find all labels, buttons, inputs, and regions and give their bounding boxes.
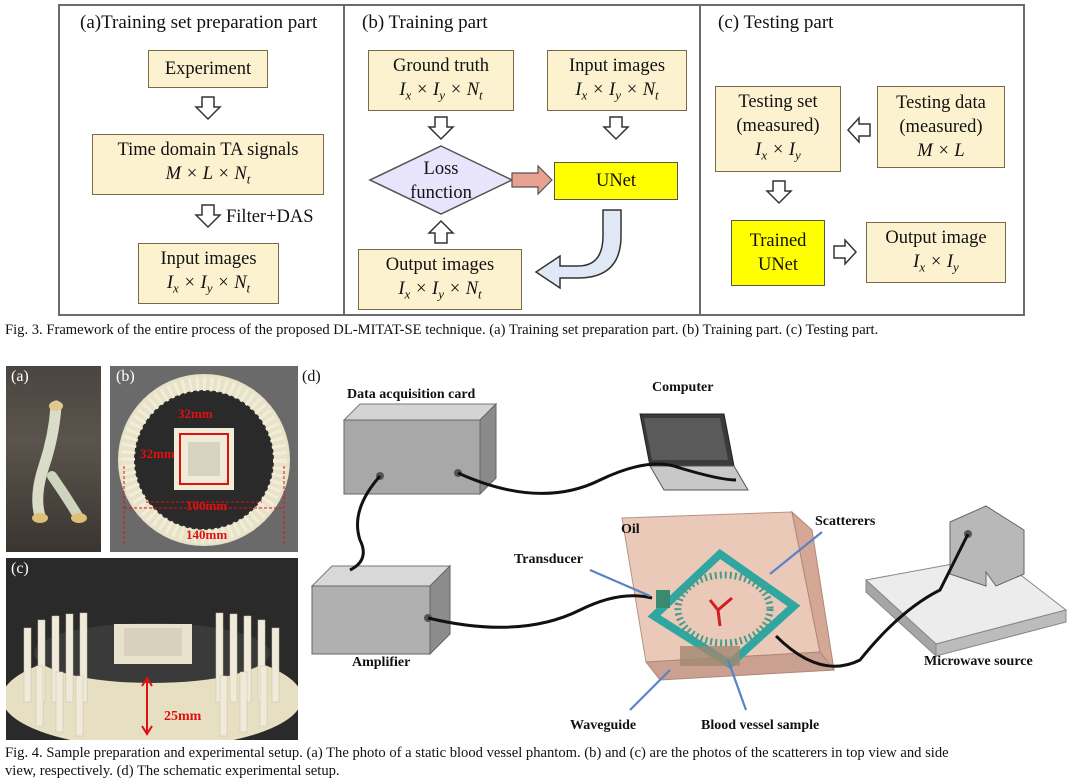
photo-a-phantom [6,366,101,552]
experiment-box: Experiment [148,50,268,88]
testing-data-line2: (measured) [899,117,983,137]
cables [349,462,970,668]
input-images-b-box: Input images Ix × Iy × Nt [547,50,687,111]
panel-a-label: (a) [11,368,29,385]
testing-data-dims: M × L [917,141,965,161]
part-b-title: (b) Training part [362,12,488,33]
arrow-output-up [427,219,455,244]
unet-label: UNet [595,171,637,191]
fig3-divider-1 [343,4,345,316]
fig3-frame [58,4,1025,316]
c-dim-arrow [141,676,153,736]
b-dim-140: 140mm [186,527,228,542]
loss-line2: function [410,183,472,203]
loss-line1: Loss [423,159,459,179]
label-data-card: Data acquisition card [347,387,476,402]
part-c-title: (c) Testing part [718,12,834,33]
sideview-shape [6,558,298,740]
loss-function-diamond [368,145,514,215]
arrow-input-down [603,116,629,140]
part-a-title: (a)Training set preparation part [80,12,318,33]
testing-set-line1: Testing set [738,92,818,113]
trained-unet-line2: UNet [757,255,799,275]
td-signals-box: Time domain TA signals M × L × Nt [92,134,324,195]
label-oil: Oil [621,522,640,537]
arrow-data-to-set [846,116,871,144]
arrow-unet-output [534,209,622,290]
computer [639,413,749,491]
fig4-caption-line1: Fig. 4. Sample preparation and experimen… [5,745,949,761]
td-signals-label: Time domain TA signals [117,139,299,160]
label-transducer: Transducer [514,552,583,567]
output-images-dims: Ix × Iy × Nt [398,278,482,302]
output-image-label: Output image [885,227,987,248]
fig3-arrows [195,96,871,290]
testing-set-dims: Ix × Iy [755,140,801,163]
testing-set-box: Testing set (measured) Ix × Iy [715,86,841,172]
arrow-signals-down [195,204,221,228]
input-images-b-label: Input images [568,55,666,76]
testing-set-line2: (measured) [736,116,820,137]
microwave-source [864,505,1068,658]
panel-c-label: (c) [11,560,29,577]
trained-unet-box: Trained UNet [731,220,825,286]
fig3-caption: Fig. 3. Framework of the entire process … [5,322,879,338]
photo-c-sideview [6,558,298,740]
panel-d-label: (d) [302,368,321,385]
ground-truth-label: Ground truth [392,55,490,76]
testing-data-line1: Testing data [896,93,986,113]
b-dim-32-top: 32mm [178,406,213,421]
input-images-a-box: Input images Ix × Iy × Nt [138,243,279,304]
experiment-label: Experiment [164,59,252,79]
loss-function-label: Loss function [398,157,484,205]
b-dim-32-left: 32mm [140,446,175,461]
arrow-exp-down [195,96,221,120]
label-amplifier: Amplifier [352,655,411,670]
arrow-trained-output [833,239,857,265]
output-image-dims: Ix × Iy [913,251,959,275]
filter-das-label: Filter+DAS [226,207,314,227]
input-images-a-dims: Ix × Iy × Nt [166,272,251,296]
testing-data-box: Testing data (measured) M × L [877,86,1005,168]
pointer-arrows [589,531,823,711]
unet-box: UNet [554,162,678,200]
ground-truth-box: Ground truth Ix × Iy × Nt [368,50,514,111]
td-signals-dims: M × L × Nt [165,163,251,187]
amplifier [310,564,452,656]
c-dim-25: 25mm [164,709,202,724]
label-microwave-source: Microwave source [924,654,1033,669]
panel-b-label: (b) [116,368,135,385]
ground-truth-dims: Ix × Iy × Nt [399,79,483,103]
scatterers-frame [647,548,801,670]
b-dim-100: 100mm [186,498,228,513]
photo-b-topview [110,366,298,552]
phantom-shape [32,400,87,523]
output-image-box: Output image Ix × Iy [866,222,1006,283]
label-scatterers: Scatterers [815,514,876,529]
setup-schematic [310,402,1068,711]
topview-shape [110,366,298,552]
output-images-label: Output images [385,254,495,275]
label-waveguide: Waveguide [570,718,637,733]
fig4-caption-line2: view, respectively. (d) The schematic ex… [5,763,340,779]
input-images-b-dims: Ix × Iy × Nt [575,79,659,103]
label-computer: Computer [652,380,714,395]
arrow-gt-down [428,116,454,140]
fig3-divider-2 [699,4,701,316]
input-images-a-label: Input images [160,248,257,269]
arrow-unet-loss [511,164,553,196]
label-blood-vessel: Blood vessel sample [701,718,820,733]
daq-card [342,402,498,496]
output-images-box: Output images Ix × Iy × Nt [358,249,522,310]
arrow-set-down [766,180,792,204]
trained-unet-line1: Trained [749,231,807,251]
